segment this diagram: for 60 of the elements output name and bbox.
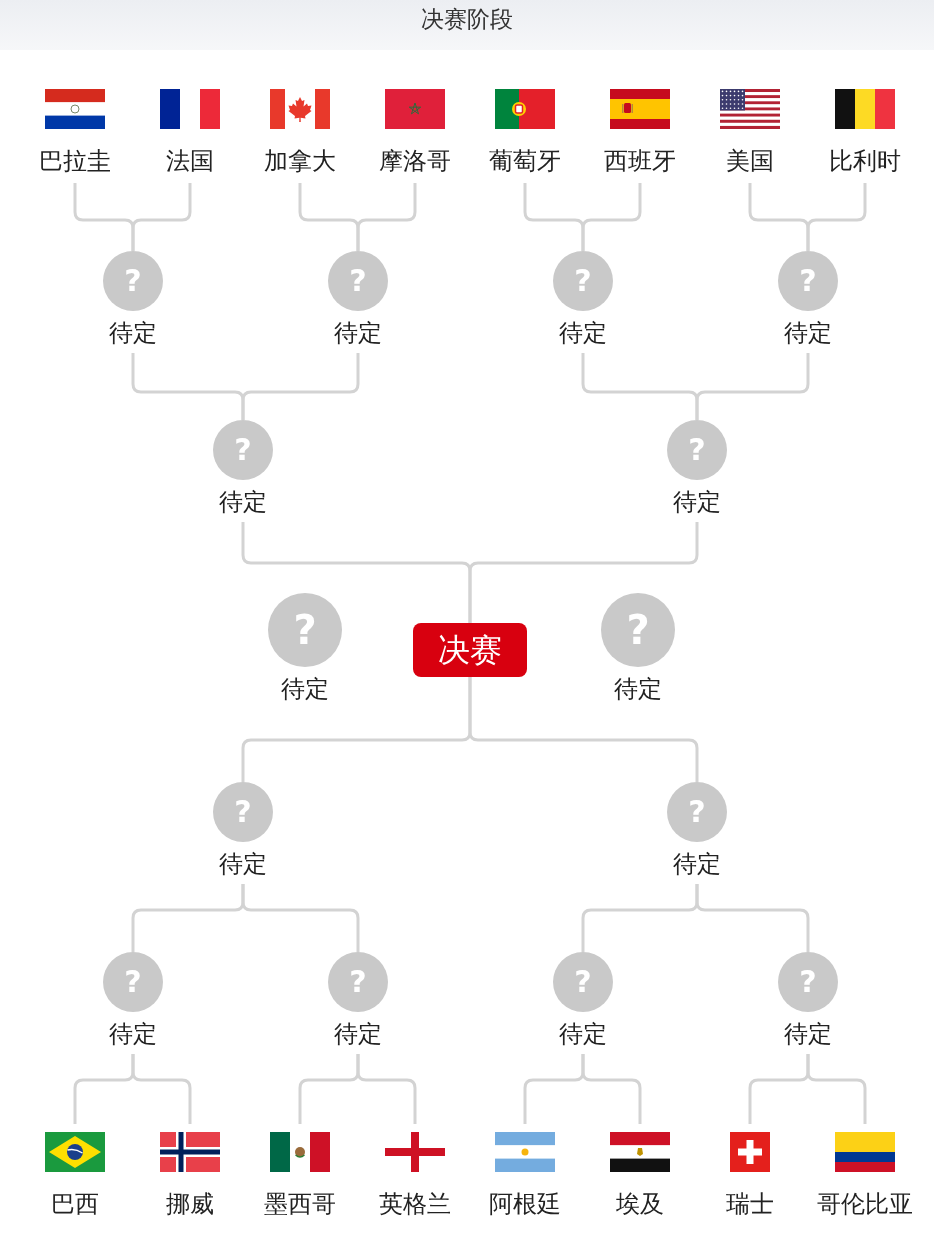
bracket-line xyxy=(468,677,699,782)
team-name: 挪威 xyxy=(166,1190,214,1218)
bracket-line xyxy=(695,884,810,952)
pending-label: 待定 xyxy=(281,675,329,703)
pending-label: 待定 xyxy=(784,1020,832,1048)
pending-label: 待定 xyxy=(219,850,267,878)
placeholder-avatar: ? xyxy=(778,251,838,311)
bracket-line xyxy=(131,1054,192,1124)
placeholder-avatar: ? xyxy=(601,593,675,667)
placeholder-avatar: ? xyxy=(553,251,613,311)
pending-label: 待定 xyxy=(673,850,721,878)
bracket-line xyxy=(241,884,360,952)
team-name: 墨西哥 xyxy=(264,1190,336,1218)
bracket-line xyxy=(468,522,699,623)
team-name: 巴西 xyxy=(51,1190,99,1218)
pending-label: 待定 xyxy=(334,1020,382,1048)
pending-label: 待定 xyxy=(559,1020,607,1048)
team-name: 加拿大 xyxy=(264,147,336,175)
placeholder-avatar: ? xyxy=(328,952,388,1012)
bracket-line xyxy=(241,353,360,420)
team-name: 阿根廷 xyxy=(489,1190,561,1218)
pending-label: 待定 xyxy=(109,319,157,347)
placeholder-avatar: ? xyxy=(667,782,727,842)
team-name: 哥伦比亚 xyxy=(817,1190,913,1218)
team-name: 葡萄牙 xyxy=(489,147,561,175)
pending-label: 待定 xyxy=(614,675,662,703)
bracket-line xyxy=(356,183,417,251)
placeholder-avatar: ? xyxy=(103,251,163,311)
team-name: 埃及 xyxy=(616,1190,664,1218)
bracket-line xyxy=(581,183,642,251)
team-name: 美国 xyxy=(726,147,774,175)
team-name: 法国 xyxy=(166,147,214,175)
pending-label: 待定 xyxy=(673,488,721,516)
final-banner: 决赛 xyxy=(413,623,527,677)
team-name: 西班牙 xyxy=(604,147,676,175)
placeholder-avatar: ? xyxy=(328,251,388,311)
bracket-line xyxy=(131,183,192,251)
placeholder-avatar: ? xyxy=(553,952,613,1012)
placeholder-avatar: ? xyxy=(268,593,342,667)
team-name: 英格兰 xyxy=(379,1190,451,1218)
placeholder-avatar: ? xyxy=(103,952,163,1012)
placeholder-avatar: ? xyxy=(667,420,727,480)
pending-label: 待定 xyxy=(219,488,267,516)
pending-label: 待定 xyxy=(559,319,607,347)
bracket-line xyxy=(356,1054,417,1124)
bracket-line xyxy=(695,353,810,420)
placeholder-avatar: ? xyxy=(213,420,273,480)
team-name: 摩洛哥 xyxy=(379,147,451,175)
placeholder-avatar: ? xyxy=(778,952,838,1012)
team-name: 瑞士 xyxy=(726,1190,774,1218)
pending-label: 待定 xyxy=(334,319,382,347)
title-text: 决赛阶段 xyxy=(421,5,513,33)
bracket-line xyxy=(806,1054,867,1124)
placeholder-avatar: ? xyxy=(213,782,273,842)
pending-label: 待定 xyxy=(784,319,832,347)
pending-label: 待定 xyxy=(109,1020,157,1048)
bracket-line xyxy=(806,183,867,251)
team-name: 比利时 xyxy=(829,147,901,175)
bracket-line xyxy=(581,1054,642,1124)
team-name: 巴拉圭 xyxy=(39,147,111,175)
